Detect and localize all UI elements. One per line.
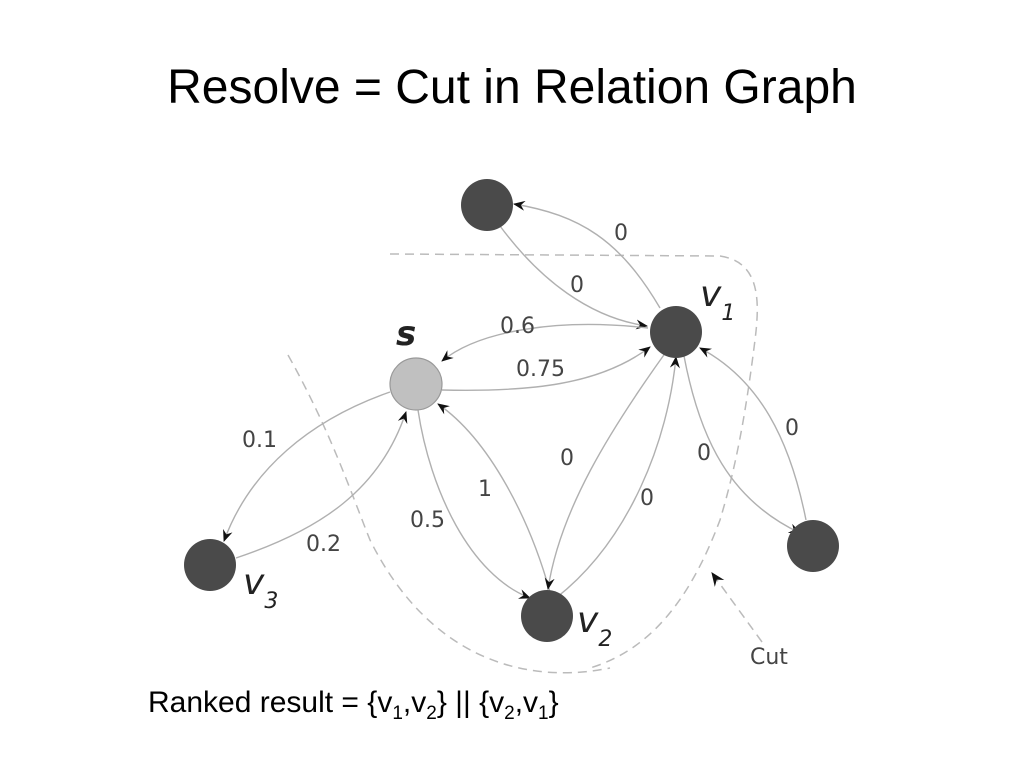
edge-top-to-v1 [499,225,648,330]
node-top [461,179,513,231]
edge-v1-to-v2 [544,351,667,590]
cut-label: Cut [750,645,788,670]
edge-s-to-v2 [417,409,531,599]
edge-right-to-v1 [699,347,807,521]
cut-line-upper [389,253,759,669]
edge-label-v1-to-top: 0 [614,221,628,246]
edge-label-v1-to-v2: 0 [560,446,574,471]
edge-label-s-to-v1: 0.75 [516,357,565,382]
edge-label-v1-to-right: 0 [697,441,711,466]
edge-v3-to-s [235,411,408,559]
node-v2 [521,590,573,642]
edge-v2-to-v1 [555,356,680,599]
edge-label-s-to-v2: 0.5 [410,508,445,533]
edge-label-s-to-v3: 0.1 [242,428,277,453]
node-s [389,357,443,411]
edge-label-v1-to-s: 0.6 [500,314,535,339]
slide-title: Resolve = Cut in Relation Graph [167,61,857,114]
node-label-v3: v3 [243,562,278,614]
edge-s-to-v3 [223,391,391,542]
edge-v1-to-right [683,355,801,534]
edge-s-to-v1 [441,346,651,391]
edge-label-right-to-v1: 0 [785,416,799,441]
edge-label-v2-to-v1: 0 [640,486,654,511]
edge-label-top-to-v1: 0 [570,273,584,298]
ranked-result-caption: Ranked result = {v1,v2} || {v2,v1} [148,686,559,724]
edge-label-v2-to-s: 1 [478,477,492,502]
edge-label-v3-to-s: 0.2 [306,532,341,557]
node-v3 [184,539,236,591]
cut-line-lower [287,354,611,674]
edge-v2-to-s [437,403,551,593]
node-label-v1: v1 [700,274,735,326]
node-label-s: s [396,314,416,354]
node-right [787,520,839,572]
edge-v1-to-s [441,323,649,362]
edge-v1-to-top [513,200,661,309]
cut-pointer-arrow [711,572,763,643]
node-label-v2: v2 [577,600,612,652]
node-v1 [650,306,702,358]
